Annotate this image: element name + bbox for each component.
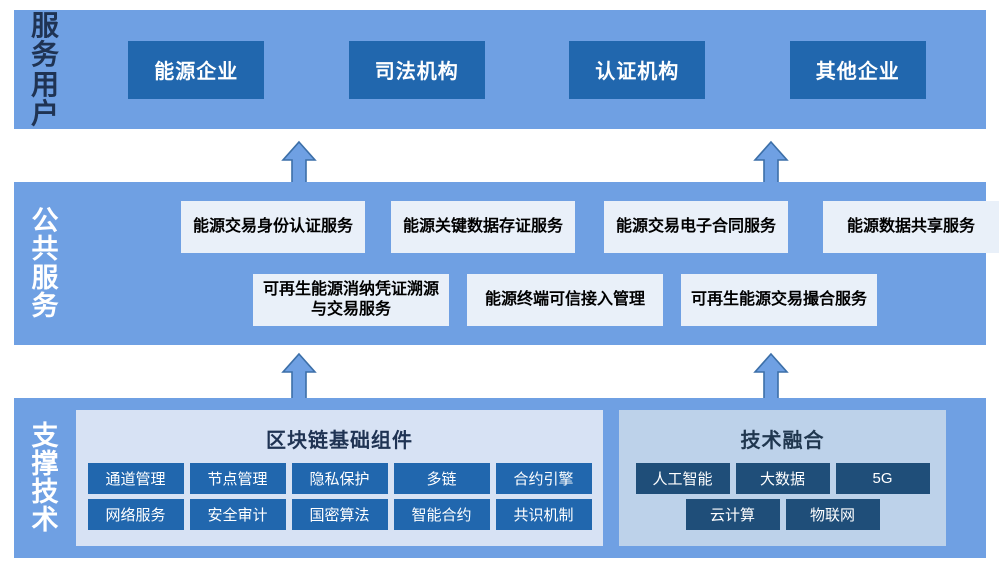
supporting-tech-area: 区块链基础组件 通道管理 节点管理 隐私保护 多链 合约引擎 网络服务 安全审计… — [76, 398, 986, 558]
layer-label-char: 户 — [30, 97, 59, 129]
public-service-box-area: 能源交易身份认证服务 能源关键数据存证服务 能源交易电子合同服务 能源数据共享服… — [76, 182, 999, 345]
fusion-chip-row-2: 云计算 物联网 — [685, 499, 880, 530]
user-box-certification-authority[interactable]: 认证机构 — [569, 40, 706, 99]
chip-internet-of-things[interactable]: 物联网 — [785, 499, 880, 530]
fusion-chip-row-1: 人工智能 大数据 5G — [635, 463, 930, 494]
layer-public-services: 公 共 服 务 能源交易身份认证服务 能源关键数据存证服务 能源交易电子合同服务… — [14, 182, 999, 345]
chip-privacy-protection[interactable]: 隐私保护 — [291, 463, 388, 494]
layer-label-char: 共 — [31, 234, 59, 265]
panel-technology-fusion: 技术融合 人工智能 大数据 5G 云计算 物联网 — [619, 410, 946, 546]
service-user-box-row: 能源企业 司法机构 认证机构 其他企业 — [76, 10, 986, 129]
layer-label-char: 技 — [31, 477, 59, 507]
service-box-key-data-notarization[interactable]: 能源关键数据存证服务 — [391, 201, 575, 253]
layer-label-char: 支 — [31, 420, 59, 451]
service-box-terminal-trusted-access[interactable]: 能源终端可信接入管理 — [467, 274, 663, 326]
user-box-energy-enterprise[interactable]: 能源企业 — [128, 40, 265, 99]
chip-consensus-mechanism[interactable]: 共识机制 — [495, 499, 592, 530]
layer-supporting-tech: 支 撑 技 术 区块链基础组件 通道管理 节点管理 隐私保护 多链 合约引擎 网… — [14, 398, 986, 558]
layer-label-char: 用 — [30, 68, 59, 100]
chip-artificial-intelligence[interactable]: 人工智能 — [635, 463, 730, 494]
service-box-renewable-trading-matching[interactable]: 可再生能源交易撮合服务 — [681, 274, 877, 326]
layer-label-service-users: 服 务 用 户 — [14, 10, 76, 129]
layer-service-users: 服 务 用 户 能源企业 司法机构 认证机构 其他企业 — [14, 10, 986, 129]
panel-title-blockchain: 区块链基础组件 — [266, 430, 413, 452]
chip-network-service[interactable]: 网络服务 — [87, 499, 184, 530]
layer-label-char: 务 — [30, 39, 59, 71]
panel-blockchain-components: 区块链基础组件 通道管理 节点管理 隐私保护 多链 合约引擎 网络服务 安全审计… — [76, 410, 603, 546]
chip-security-audit[interactable]: 安全审计 — [189, 499, 286, 530]
layer-label-char: 公 — [31, 206, 59, 237]
chip-multi-chain[interactable]: 多链 — [393, 463, 490, 494]
chip-channel-management[interactable]: 通道管理 — [87, 463, 184, 494]
chip-node-management[interactable]: 节点管理 — [189, 463, 286, 494]
service-box-renewable-certificate-tracing[interactable]: 可再生能源消纳凭证溯源与交易服务 — [253, 274, 449, 326]
layer-label-public-services: 公 共 服 务 — [14, 207, 76, 319]
service-box-electronic-contract[interactable]: 能源交易电子合同服务 — [604, 201, 788, 253]
chip-national-crypto-algorithm[interactable]: 国密算法 — [291, 499, 388, 530]
panel-title-fusion: 技术融合 — [740, 430, 825, 452]
layer-label-char: 务 — [31, 290, 59, 321]
layer-label-char: 服 — [30, 10, 59, 42]
layer-label-char: 术 — [31, 505, 59, 536]
service-box-data-sharing[interactable]: 能源数据共享服务 — [823, 201, 999, 253]
chip-contract-engine[interactable]: 合约引擎 — [495, 463, 592, 494]
arrow-tech-to-services-right-icon — [753, 352, 789, 404]
service-box-identity-authentication[interactable]: 能源交易身份认证服务 — [181, 201, 365, 253]
layer-label-char: 服 — [31, 262, 59, 293]
layer-label-supporting-tech: 支 撑 技 术 — [14, 422, 76, 534]
layer-label-char: 撑 — [31, 448, 59, 479]
chip-5g[interactable]: 5G — [835, 463, 930, 494]
user-box-other-enterprise[interactable]: 其他企业 — [789, 40, 926, 99]
chip-smart-contract[interactable]: 智能合约 — [393, 499, 490, 530]
arrow-tech-to-services-left-icon — [281, 352, 317, 404]
blockchain-chip-row-1: 通道管理 节点管理 隐私保护 多链 合约引擎 — [87, 463, 592, 494]
chip-big-data[interactable]: 大数据 — [735, 463, 830, 494]
blockchain-chip-row-2: 网络服务 安全审计 国密算法 智能合约 共识机制 — [87, 499, 592, 530]
user-box-judicial-institution[interactable]: 司法机构 — [348, 40, 485, 99]
chip-cloud-computing[interactable]: 云计算 — [685, 499, 780, 530]
